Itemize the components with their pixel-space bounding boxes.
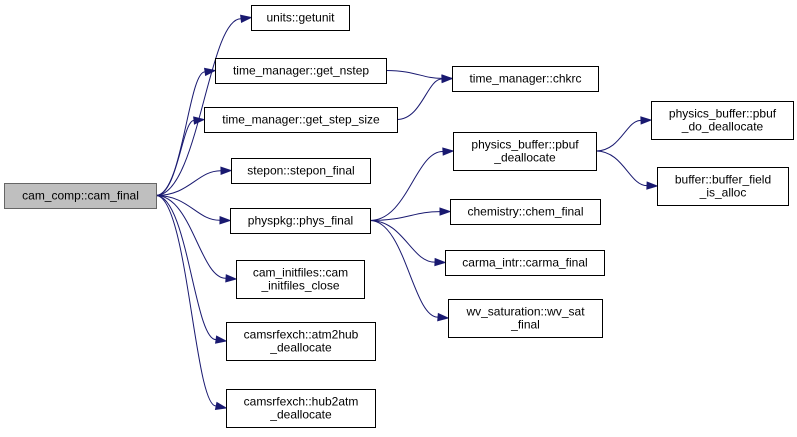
node-label: cam_comp::cam_final [22,189,139,203]
node-label: chemistry::chem_final [467,205,583,219]
node-box[interactable] [4,183,157,209]
edge-phys_final-to-pbuf_deallocate [369,151,444,221]
node-box[interactable] [226,389,376,428]
node-label: carma_intr::carma_final [462,256,587,270]
edge-phys_final-to-wv_sat_final [369,220,439,318]
arrowhead-cam_final-to-getunit [240,14,253,23]
arrowhead-cam_final-to-stepon_final [220,166,233,175]
edge-get_nstep-to-chkrc [385,70,443,79]
node-label: time_manager::get_step_size [222,113,380,127]
arrowhead-cam_final-to-phys_final [219,216,232,225]
node-box[interactable] [453,132,597,171]
node-label: wv_saturation::wv_sat [465,305,585,319]
arrowhead-phys_final-to-chem_final [439,207,452,216]
node-getunit[interactable]: units::getunit [251,5,350,31]
node-pbuf-do-deallocate[interactable]: physics_buffer::pbuf_do_deallocate [651,101,794,140]
node-get-nstep[interactable]: time_manager::get_nstep [215,58,387,84]
edge-cam_final-to-atm2hub [155,195,217,341]
arrowhead-phys_final-to-wv_sat_final [437,312,450,322]
node-buffer-field-is-alloc[interactable]: buffer::buffer_field_is_alloc [657,167,789,206]
node-label: units::getunit [266,11,335,25]
node-chem-final[interactable]: chemistry::chem_final [450,199,601,225]
edge-pbuf_deallocate-to-buffer_field_is_alloc [595,150,648,187]
node-label: cam_initfiles::cam [253,266,348,280]
node-hub2atm[interactable]: camsrfexch::hub2atm_deallocate [226,389,376,428]
node-label: camsrfexch::atm2hub [244,328,359,342]
arrowhead-cam_final-to-hub2atm [214,401,228,411]
node-box[interactable] [445,250,605,276]
edge-cam_final-to-phys_final [155,195,221,221]
arrowhead-cam_final-to-initfiles_close [225,274,238,283]
node-label: time_manager::chkrc [469,72,581,86]
node-box[interactable] [452,66,599,92]
node-cam-final[interactable]: cam_comp::cam_final [4,183,157,209]
node-box[interactable] [204,107,398,133]
node-box[interactable] [226,322,376,361]
node-label: _final [510,318,540,332]
node-box[interactable] [236,260,365,299]
edges-layer [155,14,659,411]
node-label: _is_alloc [699,186,747,200]
node-box[interactable] [215,58,387,84]
edge-cam_final-to-initfiles_close [155,195,227,279]
edge-pbuf_deallocate-to-pbuf_do_deallocate [595,119,642,152]
edge-phys_final-to-chem_final [369,211,441,221]
node-label: physics_buffer::pbuf [669,107,777,121]
node-label: _initfiles_close [260,279,339,293]
arrowhead-phys_final-to-pbuf_deallocate [442,147,455,156]
edge-cam_final-to-hub2atm [155,195,217,407]
node-wv-sat-final[interactable]: wv_saturation::wv_sat_final [448,299,603,338]
node-box[interactable] [230,208,371,234]
node-chkrc[interactable]: time_manager::chkrc [452,66,599,92]
edge-cam_final-to-stepon_final [155,170,222,196]
node-pbuf-deallocate[interactable]: physics_buffer::pbuf_deallocate [453,132,597,171]
arrowhead-phys_final-to-carma_final [434,257,447,267]
node-label: _deallocate [269,408,332,422]
arrowhead-pbuf_deallocate-to-buffer_field_is_alloc [646,181,659,190]
node-label: stepon::stepon_final [247,164,354,178]
node-carma-final[interactable]: carma_intr::carma_final [445,250,605,276]
edge-cam_final-to-getunit [155,18,242,196]
edge-cam_final-to-get_nstep [155,71,206,196]
arrowhead-cam_final-to-get_step_size [193,116,206,125]
node-label: _do_deallocate [681,120,764,134]
node-initfiles-close[interactable]: cam_initfiles::cam_initfiles_close [236,260,365,299]
node-box[interactable] [231,158,371,184]
node-label: physpkg::phys_final [248,214,353,228]
node-get-step-size[interactable]: time_manager::get_step_size [204,107,398,133]
edge-get_step_size-to-chkrc [396,78,443,120]
node-stepon-final[interactable]: stepon::stepon_final [231,158,371,184]
node-box[interactable] [450,199,601,225]
node-phys-final[interactable]: physpkg::phys_final [230,208,371,234]
nodes-layer: cam_comp::cam_final units::getunittime_ma… [4,5,794,428]
arrowhead-pbuf_deallocate-to-pbuf_do_deallocate [640,116,653,125]
node-box[interactable] [651,101,794,140]
arrowhead-cam_final-to-atm2hub [215,335,228,344]
node-box[interactable] [657,167,789,206]
edge-cam_final-to-get_step_size [155,120,195,196]
arrowhead-get_step_size-to-chkrc [441,74,454,84]
node-box[interactable] [448,299,603,338]
node-atm2hub[interactable]: camsrfexch::atm2hub_deallocate [226,322,376,361]
node-label: _deallocate [493,151,556,165]
node-label: buffer::buffer_field [675,173,771,187]
node-box[interactable] [251,5,350,31]
arrowhead-cam_final-to-get_nstep [204,67,217,77]
node-label: physics_buffer::pbuf [471,138,579,152]
edge-phys_final-to-carma_final [369,220,436,263]
node-label: time_manager::get_nstep [233,64,369,78]
node-label: camsrfexch::hub2atm [244,395,359,409]
node-label: _deallocate [269,341,332,355]
